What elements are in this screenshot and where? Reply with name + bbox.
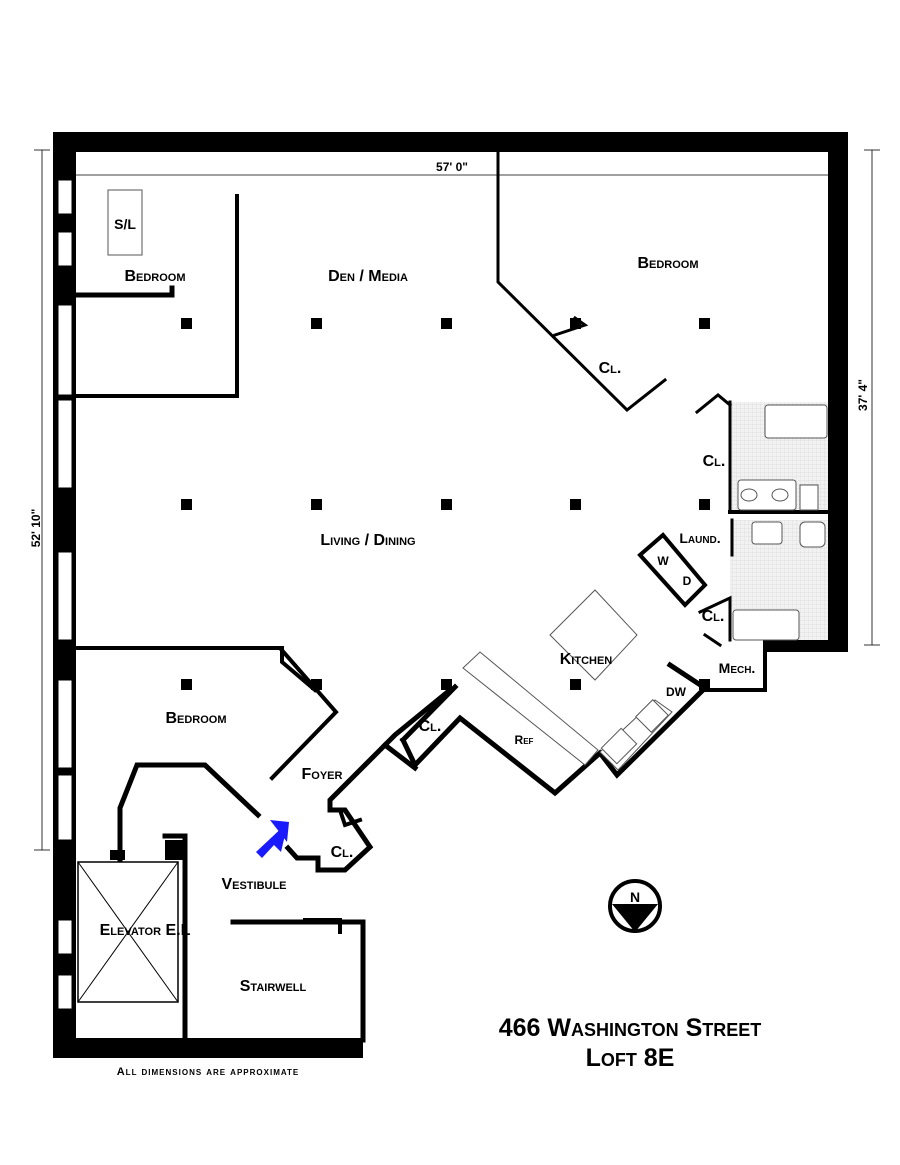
label-bedroom-ne: Bedroom — [637, 255, 698, 272]
label-foyer: Foyer — [302, 766, 343, 783]
address-street: 466 Washington Street — [499, 1014, 762, 1042]
fixtures — [107, 189, 828, 771]
approximate-note: All dimensions are approximate — [117, 1066, 300, 1078]
label-vestibule: Vestibule — [221, 876, 286, 893]
label-bedroom-sw: Bedroom — [165, 710, 226, 727]
room-labels: S/L Bedroom Den / Media Bedroom Cl. Cl. … — [100, 216, 756, 995]
label-closet-vestibule: Cl. — [331, 844, 354, 861]
address-unit: Loft 8E — [586, 1044, 675, 1072]
label-skylight: S/L — [114, 216, 136, 232]
label-dryer: D — [683, 574, 692, 588]
label-kitchen: Kitchen — [560, 651, 613, 668]
label-washer: W — [657, 554, 669, 568]
label-laundry: Laund. — [679, 530, 720, 546]
label-refrigerator: Ref — [515, 733, 534, 747]
structural-columns — [181, 318, 710, 690]
label-den-media: Den / Media — [328, 268, 408, 285]
interior-walls — [73, 150, 832, 1043]
label-closet-foyer: Cl. — [419, 718, 442, 735]
label-closet-bath: Cl. — [703, 453, 726, 470]
label-living-dining: Living / Dining — [320, 532, 415, 549]
dimension-depth-left: 52' 10" — [29, 509, 43, 548]
dimension-depth-right: 37' 4" — [856, 379, 870, 411]
label-closet-ne: Cl. — [599, 360, 622, 377]
label-closet-bath2: Cl. — [702, 608, 725, 625]
label-mech: Mech. — [719, 660, 756, 676]
compass-label: N — [630, 889, 640, 905]
label-elevator: Elevator E.L — [100, 922, 191, 939]
label-stairwell: Stairwell — [240, 978, 307, 995]
label-dishwasher: DW — [666, 685, 687, 699]
north-arrow-icon: N — [608, 879, 662, 933]
label-bedroom-nw: Bedroom — [124, 268, 185, 285]
dimension-width: 57' 0" — [436, 160, 468, 174]
exterior-walls — [53, 132, 848, 1058]
dimension-lines — [34, 149, 880, 851]
